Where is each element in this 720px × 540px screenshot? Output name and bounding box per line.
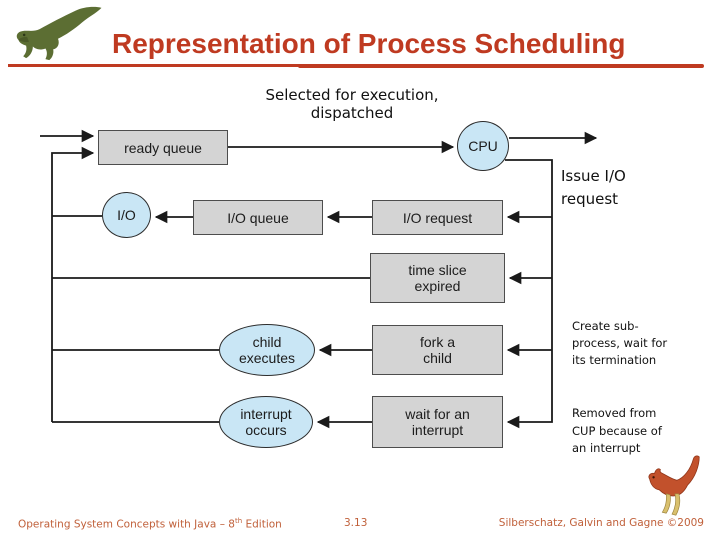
- time-slice-expired-box: time slice expired: [370, 253, 505, 303]
- footer-book-title-text: Operating System Concepts with Java – 8: [18, 518, 235, 531]
- annotation-removed-from-cup: Removed from CUP because of an interrupt: [572, 406, 662, 455]
- title-underline: [8, 64, 300, 67]
- fork-a-child-box: fork a child: [372, 325, 503, 375]
- footer-page-number: 3.13: [344, 517, 368, 529]
- footer-edition-superscript: th: [234, 517, 243, 525]
- edge-cpu-to-right-rail-and-wait: [505, 159, 553, 429]
- edge-left-rail-to-ready-queue: [51, 146, 95, 422]
- annotation-selected-for-execution: Selected for execution, dispatched: [265, 86, 439, 122]
- footer-authors: Silberschatz, Galvin and Gagne ©2009: [498, 517, 704, 529]
- cpu-node: CPU: [457, 121, 509, 171]
- dinosaur-logo-icon: [8, 4, 108, 62]
- footer-edition-text: Edition: [242, 518, 282, 531]
- io-queue-box: I/O queue: [193, 200, 323, 235]
- footer-book-title: Operating System Concepts with Java – 8t…: [18, 517, 282, 531]
- page-title: Representation of Process Scheduling: [112, 28, 626, 59]
- ready-queue-box: ready queue: [98, 130, 228, 165]
- dinosaur-mascot-icon: [638, 453, 708, 521]
- title-underline-thick: [298, 64, 704, 68]
- annotation-create-subprocess: Create sub- process, wait for its termin…: [572, 319, 668, 367]
- io-request-box: I/O request: [372, 200, 503, 235]
- wait-for-interrupt-box: wait for an interrupt: [372, 396, 503, 448]
- interrupt-occurs-node: interrupt occurs: [219, 396, 313, 448]
- child-executes-node: child executes: [219, 324, 315, 376]
- annotation-issue-io-request: Issue I/O request: [561, 167, 626, 208]
- io-node: I/O: [102, 192, 151, 238]
